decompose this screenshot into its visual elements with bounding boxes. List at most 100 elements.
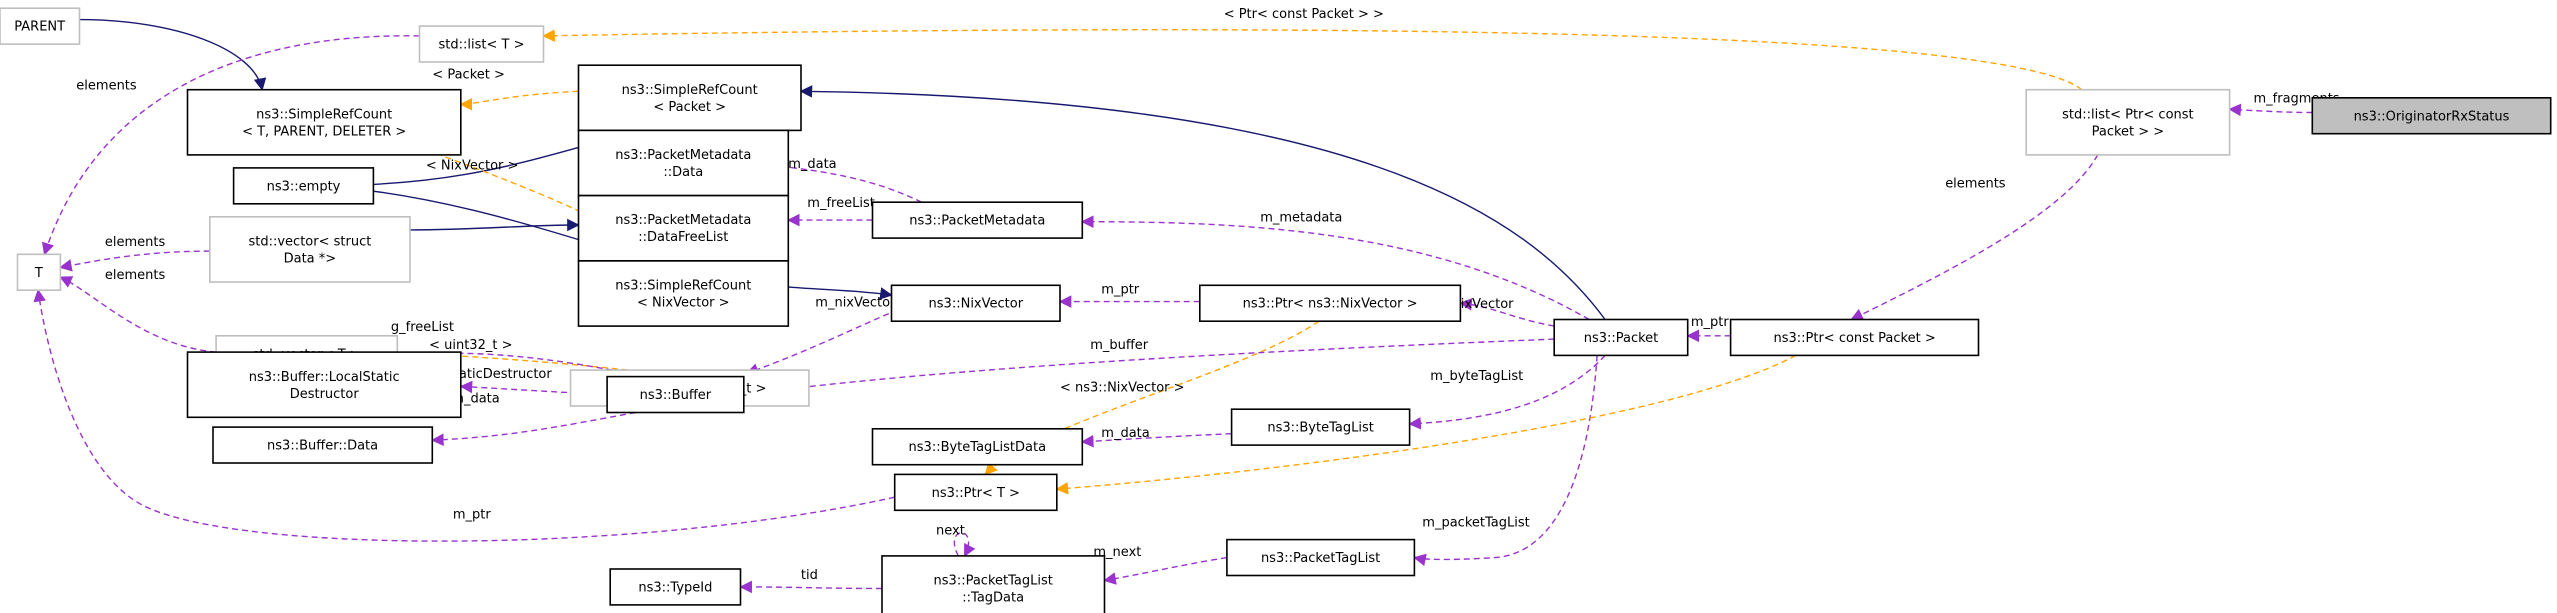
class-node-originator[interactable]: ns3::OriginatorRxStatus	[2311, 97, 2552, 135]
class-node-label: ns3::Buffer	[640, 388, 712, 403]
edge-label-packet-m-metadata: m_metadata	[1260, 211, 1342, 226]
class-node-box	[606, 375, 745, 414]
edge-label-ptrnix-template: < ns3::NixVector >	[1060, 380, 1185, 395]
edge-label-srn-nixvector: < NixVector >	[426, 159, 519, 174]
class-node-packettaglist-tagdata[interactable]: ns3::PacketTagList::TagData	[881, 555, 1106, 613]
class-node-label: T	[34, 266, 43, 281]
edge-label-ptrcp-m-ptr: m_ptr	[1691, 315, 1730, 330]
edge-label-lpcp-elements: elements	[1945, 177, 2006, 192]
edge-srp-packet	[459, 90, 579, 111]
class-node-label: ::DataFreeList	[638, 230, 728, 245]
class-node-label: ns3::OriginatorRxStatus	[2354, 109, 2510, 124]
edge-parent-src	[79, 18, 267, 91]
class-node-typeid[interactable]: ns3::TypeId	[609, 568, 742, 606]
edge-packet-m-metadata	[1080, 215, 1590, 321]
class-node-buffer[interactable]: ns3::Buffer	[606, 375, 745, 414]
edge-buffer-g-freelist	[316, 352, 652, 379]
class-node-bytetaglist[interactable]: ns3::ByteTagList	[1230, 408, 1411, 446]
class-node-buffer-data[interactable]: ns3::Buffer::Data	[212, 426, 434, 464]
class-node-box	[881, 555, 1106, 613]
edge-label-btl-m-data: m_data	[1101, 426, 1149, 441]
class-node-label: ns3::Ptr< ns3::NixVector >	[1243, 297, 1418, 312]
edge-srp-packet-inherit	[799, 85, 1606, 320]
edge-vsd-freelist	[409, 218, 580, 232]
class-node-empty[interactable]: ns3::empty	[232, 167, 375, 205]
class-node-label: Data *>	[284, 251, 337, 266]
class-node-box	[1729, 318, 1980, 357]
edge-packet-m-packettaglist	[1413, 355, 1598, 567]
class-node-parent[interactable]: PARENT	[0, 7, 81, 45]
edge-vsd-elements	[59, 250, 210, 272]
class-node-box	[1230, 408, 1411, 446]
class-node-packet-metadata[interactable]: ns3::PacketMetadata	[871, 201, 1084, 239]
class-node-box	[871, 427, 1084, 466]
edges-layer	[33, 18, 2313, 594]
class-node-box	[577, 260, 790, 327]
class-node-label: std::list< T >	[439, 38, 525, 53]
class-node-box	[1226, 538, 1416, 577]
class-node-packet[interactable]: ns3::Packet	[1553, 318, 1689, 357]
class-node-box	[577, 129, 790, 197]
class-node-label: ns3::PacketTagList	[934, 574, 1053, 589]
class-node-box	[609, 568, 742, 606]
class-node-box	[186, 351, 462, 419]
edge-label-packet-m-buffer: m_buffer	[1090, 338, 1149, 353]
class-node-label: ::TagData	[962, 591, 1024, 606]
edge-list-t-elements	[42, 35, 420, 256]
class-node-label: ns3::SimpleRefCount	[622, 83, 758, 98]
edge-vu32-template	[316, 343, 628, 371]
class-node-label: ns3::NixVector	[929, 297, 1024, 312]
class-node-box	[871, 201, 1084, 239]
edge-label-ptrt-m-ptr: m_ptr	[453, 507, 492, 522]
class-node-ptr-t[interactable]: ns3::Ptr< T >	[893, 473, 1058, 512]
class-node-simplerefcount-packet[interactable]: ns3::SimpleRefCount< Packet >	[577, 64, 802, 132]
class-node-label: ns3::Packet	[1584, 331, 1659, 346]
class-node-std-list-t[interactable]: std::list< T >	[418, 25, 545, 63]
edge-label-nix-m-nixvector: m_nixVector	[815, 296, 896, 311]
class-node-simplerefcount-nixvector[interactable]: ns3::SimpleRefCount< NixVector >	[577, 260, 790, 327]
class-node-ptr-nixvector[interactable]: ns3::Ptr< ns3::NixVector >	[1199, 284, 1462, 322]
class-node-label: < NixVector >	[637, 296, 730, 311]
class-node-simplerefcount-generic[interactable]: ns3::SimpleRefCount< T, PARENT, DELETER …	[186, 88, 462, 156]
class-node-ptr-const-packet[interactable]: ns3::Ptr< const Packet >	[1729, 318, 1980, 357]
class-node-nixvector[interactable]: ns3::NixVector	[890, 284, 1061, 322]
class-node-label: std::vector< struct	[248, 234, 371, 249]
class-node-label: ns3::SimpleRefCount	[615, 279, 751, 294]
class-node-label: ns3::PacketMetadata	[615, 213, 751, 228]
class-node-box	[1553, 318, 1689, 357]
class-node-box	[16, 253, 62, 292]
class-node-label: ns3::Buffer::LocalStatic	[249, 370, 400, 385]
edge-label-vsd-elements: elements	[105, 235, 166, 250]
edge-ptl-m-next	[1103, 556, 1228, 585]
edge-label-pm-m-freelist: m_freeList	[807, 196, 875, 211]
edge-vt-elements	[59, 276, 217, 353]
edge-buffer-m-data	[431, 411, 636, 447]
edge-label-ptrnix-m-ptr: m_ptr	[1101, 283, 1140, 298]
class-node-box	[0, 7, 81, 45]
class-node-label: ns3::Buffer::Data	[267, 439, 378, 454]
edge-nix-m-nixvector	[745, 309, 899, 376]
edge-btl-m-data	[1080, 433, 1232, 448]
class-node-packettaglist[interactable]: ns3::PacketTagList	[1226, 538, 1416, 577]
class-node-label: ns3::PacketMetadata	[615, 148, 751, 163]
class-node-metadata-data[interactable]: ns3::PacketMetadata::Data	[577, 129, 790, 197]
class-node-metadata-freelist[interactable]: ns3::PacketMetadata::DataFreeList	[577, 194, 790, 262]
class-node-label: < Packet >	[653, 100, 726, 115]
edge-srn-nix	[788, 286, 893, 300]
edge-tagdata-tid	[739, 580, 883, 594]
class-node-label: Destructor	[290, 387, 360, 402]
class-node-label: < T, PARENT, DELETER >	[242, 124, 406, 139]
edge-ptrcp-template	[1055, 354, 1797, 495]
class-node-box	[212, 426, 434, 464]
class-node-bytetaglistdata[interactable]: ns3::ByteTagListData	[871, 427, 1084, 466]
class-node-box	[186, 88, 462, 156]
class-node-label: std::list< Ptr< const	[2062, 107, 2194, 122]
class-node-label: Packet > >	[2092, 124, 2165, 139]
edge-label-vt-elements: elements	[105, 268, 166, 283]
class-node-label: ns3::empty	[267, 179, 341, 194]
class-node-t[interactable]: T	[16, 253, 62, 292]
